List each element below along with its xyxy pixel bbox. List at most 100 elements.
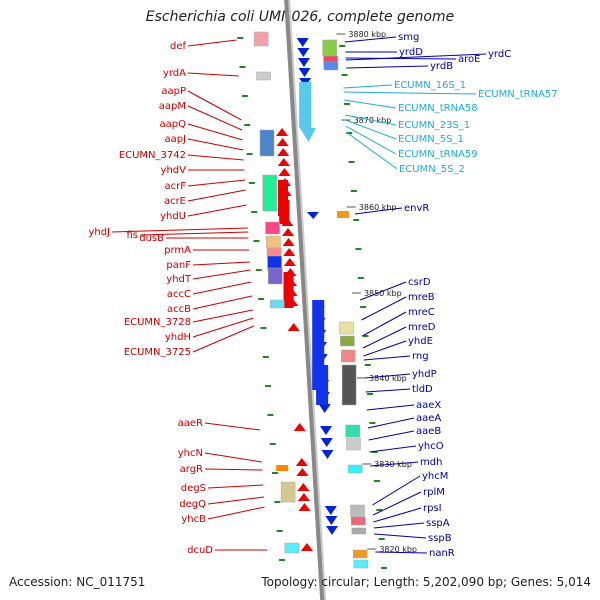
right-gene-leader [363, 340, 407, 357]
left-gene-leader [187, 90, 242, 121]
left-gene-leader [192, 295, 253, 310]
rna-gene-label: ECUMN_tRNA59 [398, 149, 478, 160]
left-gene-arrow [282, 228, 294, 236]
left-gene-leader [139, 231, 249, 236]
rna-gene-leader [343, 84, 393, 89]
left-gene-box [256, 71, 271, 81]
right-gene-box [340, 335, 355, 347]
right-gene-label: nanR [429, 548, 455, 559]
left-gene-label: yhdU [160, 211, 186, 222]
map-title: Escherichia coli UMN026, complete genome [145, 9, 455, 25]
right-gene-arrow [326, 526, 338, 535]
scale-label: 3860 kbp [359, 203, 397, 212]
right-gene-leader [375, 551, 428, 554]
left-gene-label: ECUMN_3728 [124, 317, 191, 328]
right-gene-leader [361, 296, 407, 321]
scale-label: 3850 kbp [364, 289, 402, 298]
left-gene-label: ECUMN_3742 [119, 150, 186, 161]
rna-gene-label: ECUMN_5S_1 [398, 134, 464, 145]
right-gene-arrow [306, 212, 319, 219]
right-gene-arrow [320, 438, 333, 447]
left-gene-arrow [300, 543, 313, 551]
left-gene-label: yhcB [181, 514, 206, 525]
rna-gene-leader [345, 119, 397, 140]
left-gene-box [259, 129, 275, 157]
left-gene-arrow [295, 458, 308, 466]
right-gene-label: aaeA [416, 413, 441, 424]
left-gene-arrow [276, 128, 288, 136]
left-gene-arrow [287, 323, 300, 331]
right-gene-label: rpsI [423, 503, 442, 514]
left-gene-leader [187, 138, 244, 151]
right-gene-arrow [318, 404, 331, 413]
right-gene-body [316, 365, 329, 405]
right-gene-label: yrdD [399, 47, 423, 58]
right-gene-leader [370, 461, 419, 467]
left-gene-label: argR [180, 464, 203, 475]
left-gene-label: dusB [139, 233, 164, 244]
left-gene-label: ECUMN_3725 [124, 347, 191, 358]
right-gene-label: aroE [458, 54, 480, 65]
left-gene-box [262, 174, 277, 212]
left-gene-box [253, 31, 269, 47]
right-gene-label: aaeX [416, 400, 441, 411]
left-gene-arrow [297, 493, 310, 501]
rna-gene-label: ECUMN_5S_2 [399, 164, 465, 175]
left-gene-arrow [277, 148, 290, 156]
left-gene-leader [187, 189, 246, 202]
left-gene-leader [187, 179, 246, 187]
left-gene-leader [192, 317, 254, 338]
right-gene-label: tldD [412, 384, 433, 395]
left-gene-arrow [282, 238, 295, 246]
left-gene-label: yhdJ [88, 227, 110, 238]
right-gene-leader [373, 507, 422, 523]
rrna-block [299, 82, 312, 128]
left-gene-label: dcuD [187, 545, 213, 556]
right-gene-label: yhcM [422, 471, 448, 482]
left-gene-box [265, 221, 280, 235]
right-gene-box [339, 321, 354, 335]
left-gene-label: def [170, 41, 187, 52]
rna-gene-label: ECUMN_23S_1 [398, 120, 470, 131]
right-gene-box [347, 464, 363, 474]
right-gene-box [336, 211, 349, 218]
left-gene-leader [187, 123, 243, 141]
right-gene-label: mdh [420, 457, 442, 468]
right-gene-box [352, 549, 368, 559]
left-gene-label: aaeR [178, 418, 203, 429]
right-gene-arrow [297, 48, 310, 57]
left-gene-leader [187, 204, 247, 217]
right-gene-label: rng [412, 351, 429, 362]
right-gene-leader [372, 475, 421, 506]
left-gene-leader [187, 72, 239, 77]
left-gene-arrow [283, 258, 296, 266]
left-gene-label: aapQ [160, 119, 187, 130]
right-gene-arrow [325, 516, 338, 525]
scale-label: 3820 kbp [379, 545, 417, 554]
backbone-line [284, 0, 325, 600]
left-gene-label: acrF [165, 181, 187, 192]
left-gene-leader [192, 269, 251, 280]
right-gene-leader [362, 326, 407, 349]
left-gene-label: degQ [179, 499, 206, 510]
right-gene-label: rplM [423, 487, 445, 498]
right-gene-leader [360, 281, 407, 301]
left-gene-label: yhdH [165, 332, 191, 343]
left-gene-leader [204, 452, 262, 463]
right-gene-leader [367, 417, 415, 429]
right-gene-box [350, 516, 366, 526]
rna-gene-leader [345, 125, 397, 155]
left-gene-arrow [283, 248, 296, 256]
right-gene-label: envR [404, 203, 429, 214]
left-gene-leader [111, 227, 248, 233]
left-gene-body [278, 180, 288, 216]
left-gene-label: fis [126, 230, 138, 241]
right-gene-leader [344, 36, 397, 43]
left-gene-label: degS [181, 483, 206, 494]
right-gene-arrow [298, 68, 311, 77]
left-gene-arrow [293, 423, 306, 431]
left-gene-label: aapP [161, 86, 186, 97]
right-gene-label: csrD [408, 277, 431, 288]
left-gene-label: aapM [159, 101, 186, 112]
right-gene-leader [368, 430, 415, 441]
